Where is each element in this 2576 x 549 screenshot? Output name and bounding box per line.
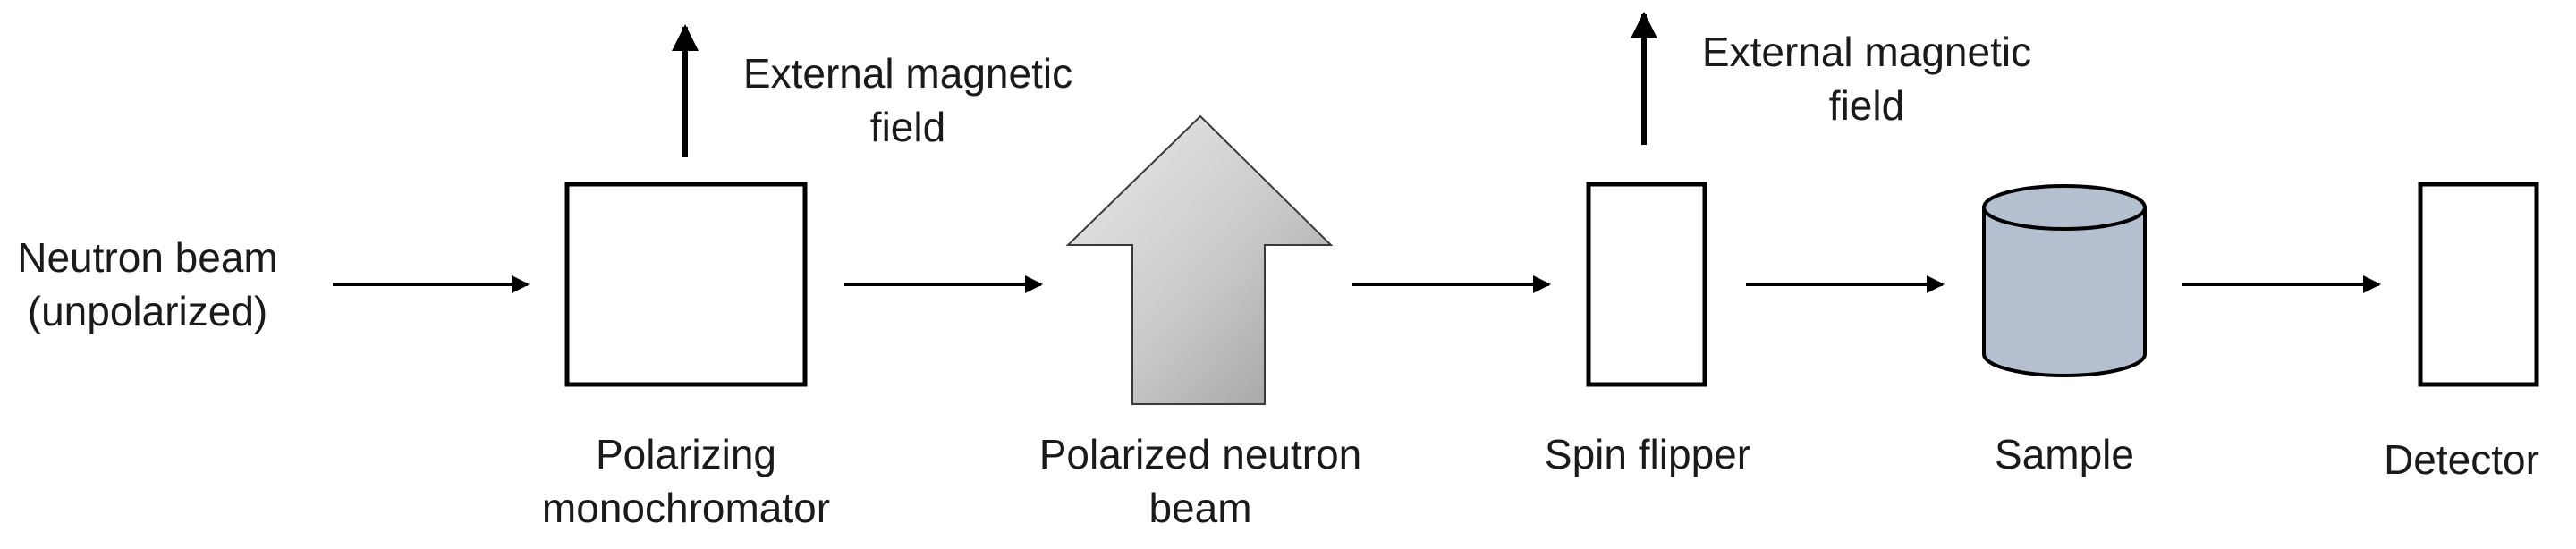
monochromator-box <box>564 182 808 387</box>
sample-label-text: Sample <box>1995 431 2134 477</box>
detector-label: Detector <box>2354 433 2569 486</box>
monochromator-label-line1: Polarizing <box>596 431 776 477</box>
polarized-beam-arrow-icon <box>1065 114 1334 405</box>
detector-label-text: Detector <box>2384 436 2539 483</box>
monochromator-label-line2: monochromator <box>541 485 831 531</box>
polarized-beam-label-line2: beam <box>1148 485 1252 531</box>
spin-flipper-label-text: Spin flipper <box>1544 431 1751 477</box>
sample-cylinder-icon <box>1982 184 2147 377</box>
spin-flipper-label: Spin flipper <box>1469 427 1826 481</box>
sample-label: Sample <box>1930 427 2199 481</box>
polarized-beam-label-line1: Polarized neutron <box>1038 431 1362 477</box>
field-label-1: External magnetic field <box>716 46 1100 154</box>
monochromator-label: Polarizing monochromator <box>489 427 883 535</box>
spin-flipper-box <box>1586 182 1707 387</box>
field-label-1-line2: field <box>869 104 946 150</box>
field-label-1-line1: External magnetic <box>742 50 1073 97</box>
field-label-2-line1: External magnetic <box>1701 29 2032 75</box>
input-beam-label-line1: Neutron beam <box>17 234 278 281</box>
input-beam-label-line2: (unpolarized) <box>27 288 268 334</box>
field-label-2-line2: field <box>1828 82 1905 129</box>
field-label-2: External magnetic field <box>1674 25 2059 132</box>
input-beam-label: Neutron beam (unpolarized) <box>0 231 295 338</box>
polarized-beam-label: Polarized neutron beam <box>995 427 1406 535</box>
detector-box <box>2418 182 2539 387</box>
